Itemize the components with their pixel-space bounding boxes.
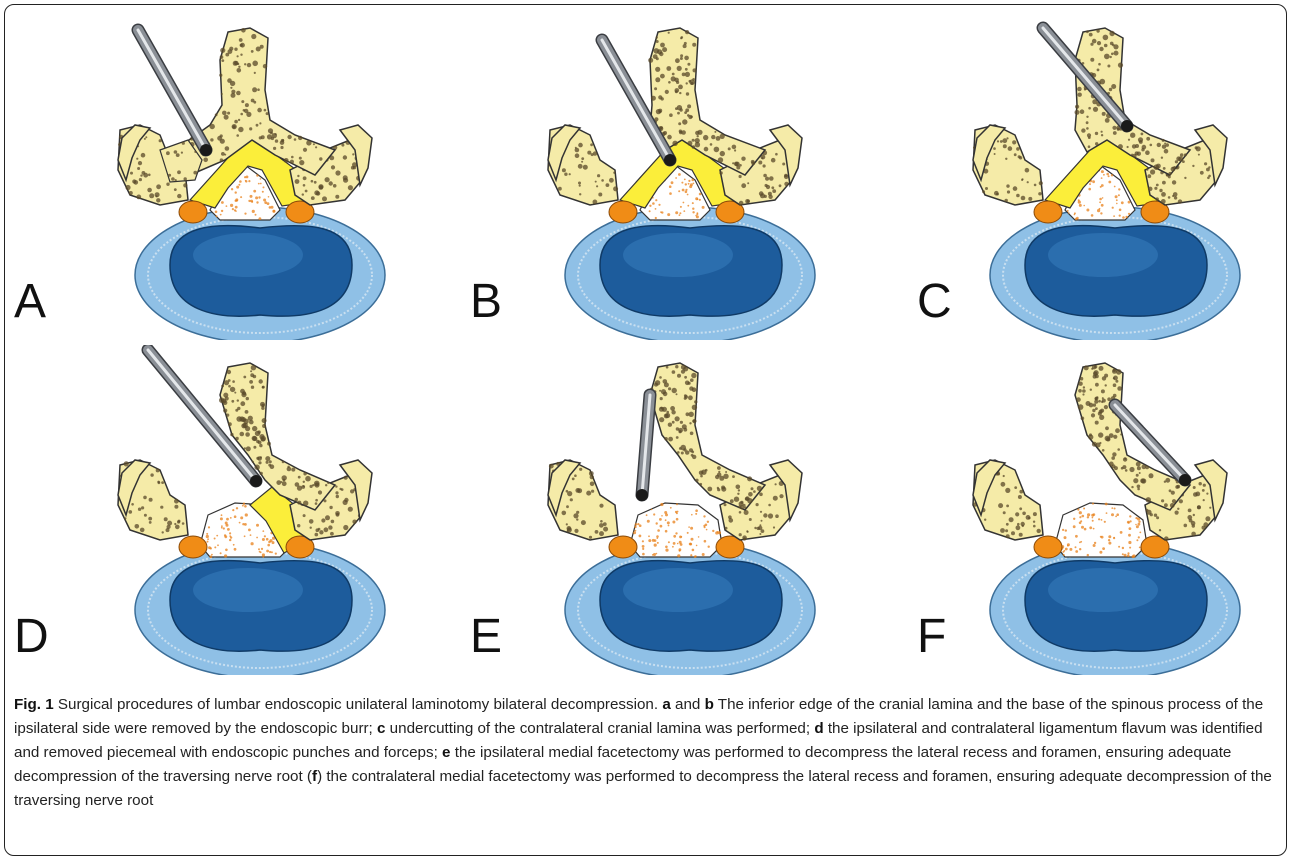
- disc-nucleus-highlight: [623, 568, 733, 612]
- panel-b: B: [440, 10, 860, 340]
- panel-e-illustration: [440, 345, 860, 675]
- panel-b-illustration: [440, 10, 860, 340]
- caption-ref-e: e: [442, 744, 450, 761]
- endoscopic-instrument: [636, 395, 650, 501]
- panel-d-illustration: [10, 345, 430, 675]
- disc-nucleus-highlight: [623, 233, 733, 277]
- panel-c-label: C: [917, 278, 952, 326]
- panel-d: D: [10, 345, 430, 675]
- disc-nucleus-highlight: [193, 233, 303, 277]
- caption-text-c: undercutting of the contralateral crania…: [385, 720, 814, 737]
- instrument-tip: [1121, 120, 1133, 132]
- lamina-spinous-process: [220, 363, 335, 510]
- nerve-root-left: [609, 201, 637, 223]
- instrument-tip: [200, 144, 212, 156]
- instrument-tip: [664, 154, 676, 166]
- nerve-root-left: [1034, 201, 1062, 223]
- panel-a-illustration: [10, 10, 430, 340]
- caption-label: Fig. 1: [14, 696, 54, 713]
- nerve-root-left: [179, 536, 207, 558]
- panel-f-label: F: [917, 613, 946, 661]
- instrument-tip: [250, 475, 262, 487]
- panel-e: E: [440, 345, 860, 675]
- figure-caption: Fig. 1 Surgical procedures of lumbar end…: [14, 693, 1276, 813]
- panel-e-label: E: [470, 613, 502, 661]
- nerve-root-left: [1034, 536, 1062, 558]
- disc-nucleus-highlight: [1048, 233, 1158, 277]
- caption-and: and: [671, 696, 705, 713]
- disc-nucleus-highlight: [193, 568, 303, 612]
- caption-ref-a: a: [662, 696, 670, 713]
- caption-title: Surgical procedures of lumbar endoscopic…: [54, 696, 663, 713]
- caption-ref-d: d: [814, 720, 823, 737]
- disc-nucleus-highlight: [1048, 568, 1158, 612]
- thecal-sac: [1055, 503, 1147, 557]
- instrument-tip: [1179, 474, 1191, 486]
- instrument-tip: [636, 489, 648, 501]
- panel-d-label: D: [14, 613, 49, 661]
- panel-c: C: [865, 10, 1285, 340]
- panel-a: A: [10, 10, 430, 340]
- panel-a-label: A: [14, 278, 46, 326]
- panel-f: F: [865, 345, 1285, 675]
- caption-ref-b: b: [705, 696, 714, 713]
- panel-b-label: B: [470, 278, 502, 326]
- nerve-root-left: [609, 536, 637, 558]
- nerve-root-left: [179, 201, 207, 223]
